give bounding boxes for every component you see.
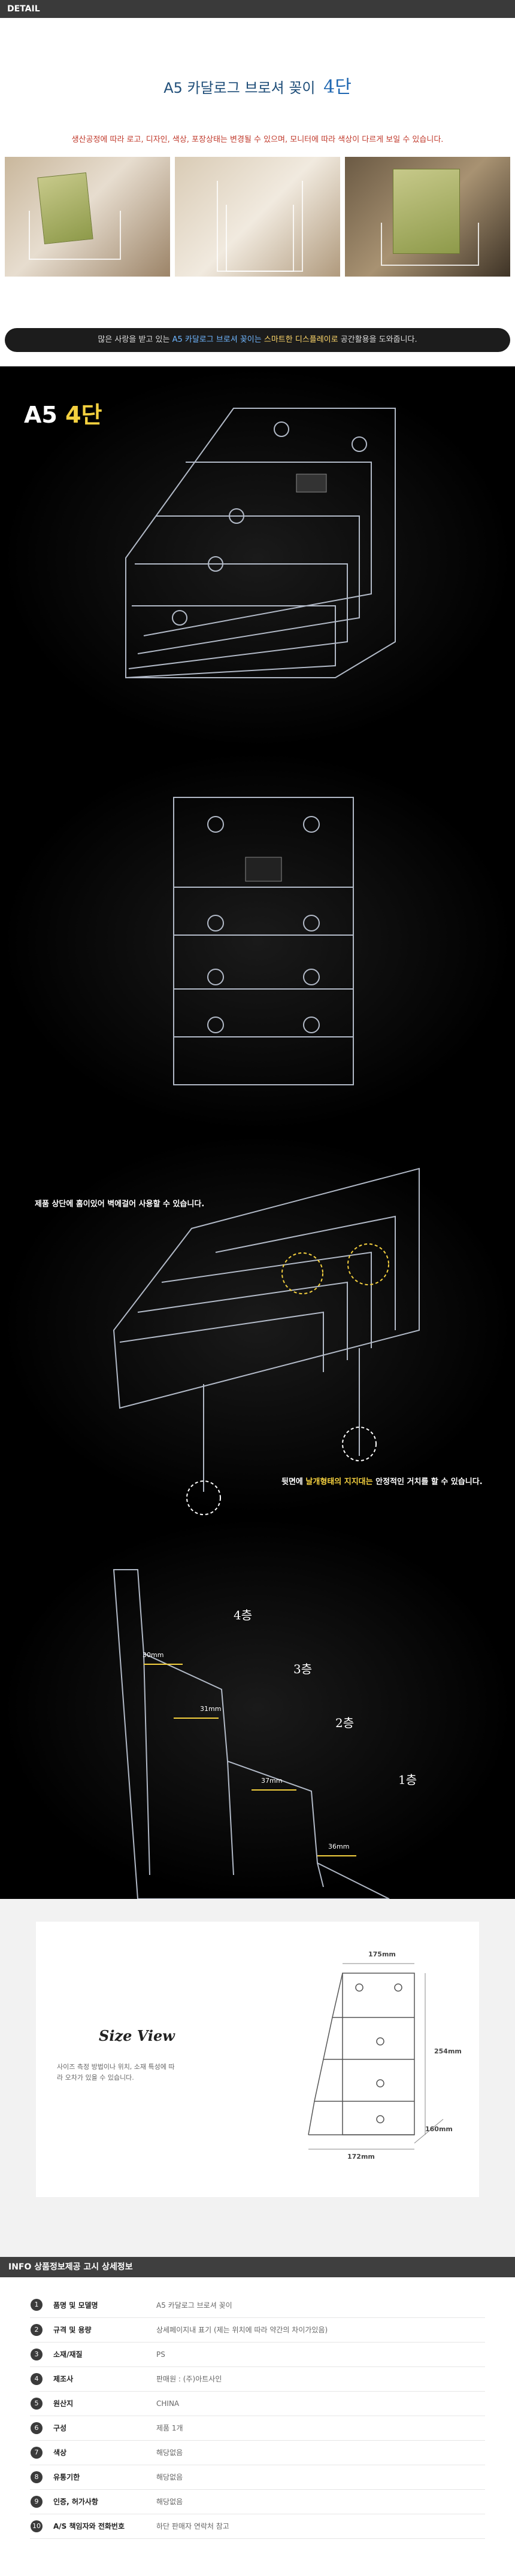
product-title: A5 카달로그 브로셔 꽂이 4단 [0,72,515,98]
table-row: 1 품명 및 모델명 A5 카달로그 브로셔 꽂이 [30,2293,485,2317]
size-diagram [308,1963,444,2150]
quote-highlight2: 스마트한 디스플레이로 [263,335,338,344]
holder-front-illustration [173,797,354,1085]
table-row: 5 원산지 CHINA [30,2391,485,2416]
row-value: 상세페이지내 표기 (제는 위치에 따라 약간의 차이가있음) [156,2326,328,2334]
title-suffix: 4단 [323,77,352,98]
support-note-post: 안정적인 거치를 할 수 있습니다. [375,1477,483,1486]
row-number: 6 [31,2422,43,2434]
product-view-front [0,750,515,1133]
row-key: 구성 [53,2424,67,2432]
product-photo-1 [5,157,170,277]
tier3-label: 3층 [293,1662,313,1676]
tier4-depth: 30mm [143,1651,164,1659]
label-tier-text: 4단 [65,402,102,428]
info-table: 1 품명 및 모델명 A5 카달로그 브로셔 꽂이 2 규격 및 용량 상세페이… [30,2293,485,2539]
label-a5-text: A5 [24,402,57,428]
size-depth: 160mm [425,2125,453,2133]
table-row: 8 유통기한 해당없음 [30,2465,485,2489]
holder-angled-illustration [125,408,396,678]
table-row: 4 제조사 판매원 : (주)아트사인 [30,2366,485,2391]
size-view-title: Size View [99,2027,175,2044]
title-prefix: A5 카달로그 브로셔 꽂이 [163,80,316,96]
quote-part2: 공간활용을 도와줍니다. [340,335,417,344]
row-key: 원산지 [53,2399,74,2408]
row-value: PS [156,2350,165,2359]
row-value: 하단 판매자 연락처 참고 [156,2522,229,2531]
row-value: 해당없음 [156,2473,183,2481]
tier1-depth: 36mm [328,1843,350,1850]
table-row: 10 A/S 책임자와 전화번호 하단 판매자 연락처 참고 [30,2514,485,2538]
row-key: 소재/재질 [53,2350,83,2359]
row-number: 9 [31,2495,43,2508]
row-key: 품명 및 모델명 [53,2301,98,2310]
row-key: 제조사 [53,2375,74,2383]
tier4-label: 4층 [234,1608,253,1622]
row-key: A/S 책임자와 전화번호 [53,2522,125,2531]
size-width-top: 175mm [368,1950,396,1958]
holder-tiers-illustration [113,1569,390,1900]
product-photo-3 [345,157,510,277]
size-tier-label: A5 4단 [24,396,102,429]
row-value: 판매원 : (주)아트사인 [156,2375,222,2383]
row-number: 2 [31,2323,43,2336]
info-bar-label: INFO 상품정보제공 고시 상세정보 [8,2262,133,2272]
tier2-label: 2층 [335,1716,355,1730]
info-header-bar: INFO 상품정보제공 고시 상세정보 [0,2257,515,2277]
row-number: 10 [31,2520,43,2532]
table-row: 6 구성 제품 1개 [30,2416,485,2440]
product-view-tiers: 30mm 31mm 37mm 36mm 4층 3층 2층 1층 [0,1516,515,1900]
quote-highlight: A5 카달로그 브로셔 꽂이는 [172,335,262,344]
size-view-card: 175mm 254mm 172mm 160mm [36,1922,479,2197]
row-number: 1 [31,2299,43,2311]
row-key: 인증, 허가사항 [53,2498,98,2506]
product-view-angled: A5 4단 [0,366,515,750]
support-note-highlight: 날개형태의 지지대는 [305,1477,373,1486]
product-photo-2 [175,157,340,277]
row-value: A5 카달로그 브로셔 꽂이 [156,2301,232,2310]
tier3-depth: 31mm [200,1705,222,1713]
color-notice: 생산공정에 따라 로고, 디자인, 색상, 포장상태는 변경될 수 있으며, 모… [71,135,444,144]
table-row: 7 색상 해당없음 [30,2440,485,2465]
table-row: 3 소재/재질 PS [30,2342,485,2366]
product-view-wall: 제품 상단에 홈이있어 벽에걸어 사용할 수 있습니다. 뒷면에 날개형태의 지… [0,1133,515,1516]
size-width-bottom: 172mm [347,2153,375,2161]
wall-mount-note: 제품 상단에 홈이있어 벽에걸어 사용할 수 있습니다. [35,1200,205,1209]
row-value: 제품 1개 [156,2424,183,2432]
tier2-depth: 37mm [261,1777,283,1785]
row-key: 규격 및 용량 [53,2326,92,2334]
table-row: 9 인증, 허가사항 해당없음 [30,2489,485,2514]
row-number: 8 [31,2471,43,2483]
detail-label: DETAIL [7,4,40,14]
quote-part1: 많은 사랑을 받고 있는 [98,335,170,344]
size-height: 254mm [434,2047,462,2055]
row-key: 유통기한 [53,2473,80,2481]
support-note-pre: 뒷면에 [281,1477,303,1486]
support-note: 뒷면에 날개형태의 지지대는 안정적인 거치를 할 수 있습니다. [281,1475,483,1486]
row-value: 해당없음 [156,2448,183,2457]
row-value: CHINA [156,2399,180,2408]
row-number: 3 [31,2348,43,2360]
row-number: 4 [31,2372,43,2385]
size-view-desc: 사이즈 측정 방법이나 위치, 소재 특성에 따라 오차가 있을 수 있습니다. [57,2063,175,2082]
table-row: 2 규격 및 용량 상세페이지내 표기 (제는 위치에 따라 약간의 차이가있음… [30,2317,485,2342]
holder-wall-illustration [113,1167,420,1515]
row-number: 5 [31,2397,43,2410]
row-number: 7 [31,2446,43,2459]
tier1-label: 1층 [398,1773,417,1787]
quote-banner: 많은 사랑을 받고 있는 A5 카달로그 브로셔 꽂이는 스마트한 디스플레이로… [5,328,510,352]
detail-header-bar: DETAIL [0,0,515,18]
row-value: 해당없음 [156,2498,183,2506]
row-key: 색상 [53,2448,67,2457]
